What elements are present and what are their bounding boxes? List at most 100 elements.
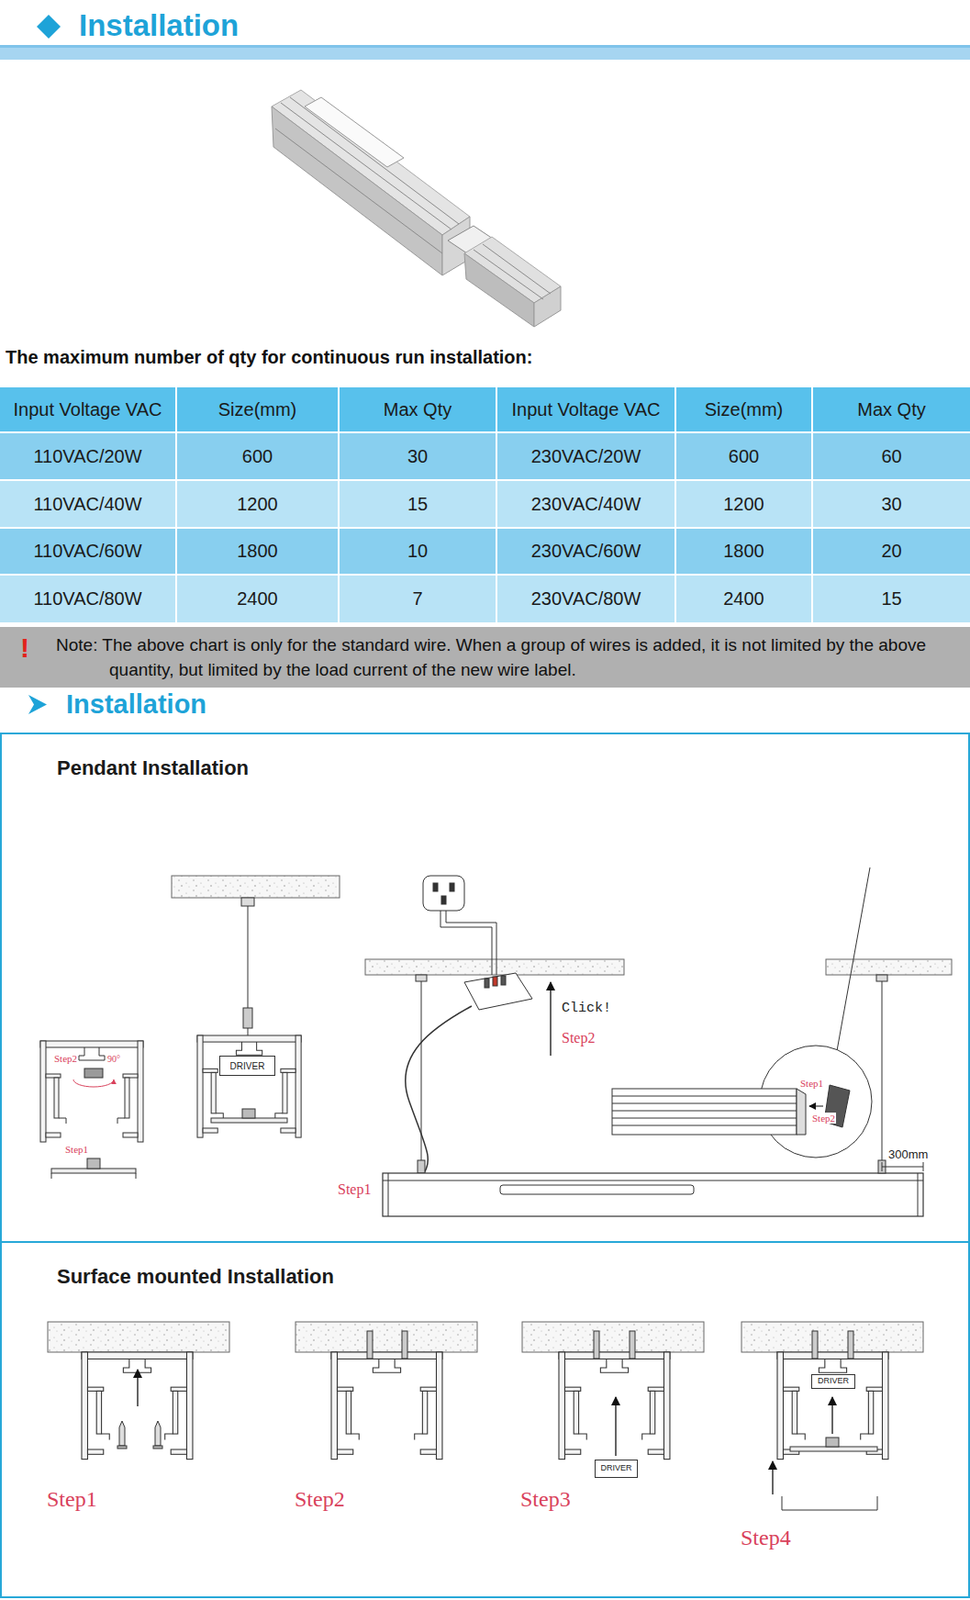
pendant-drawing bbox=[612, 1088, 797, 1135]
surface-drawing bbox=[153, 1445, 163, 1449]
pendant-drawing bbox=[449, 882, 455, 892]
step-label: Step2 bbox=[811, 1112, 837, 1124]
pendant-drawing bbox=[388, 1172, 390, 1216]
pendant-drawing bbox=[40, 1040, 144, 1142]
table-cell: 1200 bbox=[676, 480, 812, 527]
surface-drawing bbox=[367, 1330, 373, 1359]
pendant-drawing bbox=[612, 1095, 797, 1126]
surface-drawing bbox=[771, 1460, 773, 1495]
surface-drawing bbox=[790, 1446, 878, 1451]
pendant-drawing bbox=[484, 978, 490, 988]
pendant-drawing bbox=[881, 1161, 924, 1171]
table-cell: 2400 bbox=[177, 575, 338, 623]
pendant-drawing bbox=[825, 958, 952, 975]
step-label: Step3 bbox=[519, 1486, 572, 1511]
dimension-label: 300mm bbox=[887, 1148, 929, 1161]
surface-drawing bbox=[153, 1420, 163, 1449]
surface-drawing bbox=[81, 1351, 193, 1460]
surface-drawing bbox=[825, 1437, 839, 1447]
table-cell: 600 bbox=[177, 433, 338, 480]
surface-drawing bbox=[136, 1369, 138, 1406]
pendant-drawing bbox=[382, 1180, 924, 1182]
product-photo bbox=[271, 89, 561, 327]
pendant-drawing bbox=[809, 1105, 824, 1107]
pendant-drawing bbox=[881, 981, 883, 1160]
pendant-drawing bbox=[51, 1168, 136, 1173]
pendant-drawing bbox=[382, 1172, 924, 1216]
table-cell: 2400 bbox=[676, 575, 812, 623]
step-label: Step2 bbox=[293, 1486, 346, 1511]
pendant-drawing bbox=[492, 976, 498, 986]
table-cell: 15 bbox=[339, 480, 496, 527]
warning-mark: ! bbox=[20, 634, 30, 662]
header-decor bbox=[0, 44, 970, 60]
table-cell: 230VAC/20W bbox=[497, 433, 675, 480]
header-decor bbox=[28, 694, 47, 714]
pendant-drawing bbox=[84, 1068, 103, 1078]
panel-heading: Pendant Installation bbox=[56, 756, 249, 781]
pendant-drawing bbox=[501, 975, 506, 985]
surface-drawing bbox=[831, 1396, 833, 1434]
driver-box: DRIVER bbox=[594, 1459, 638, 1478]
pendant-drawing bbox=[247, 905, 249, 1008]
table-cell: 230VAC/60W bbox=[497, 528, 675, 574]
header-decor bbox=[36, 14, 61, 39]
pendant-drawing bbox=[40, 867, 952, 1216]
pendant-drawing bbox=[549, 981, 551, 1056]
surface-drawing bbox=[117, 1445, 127, 1449]
step-label: Step1 bbox=[45, 1486, 99, 1511]
section-heading: Installation bbox=[66, 690, 207, 720]
table-cell: 7 bbox=[339, 575, 496, 623]
surface-drawing bbox=[812, 1330, 818, 1359]
table-cell: 600 bbox=[676, 433, 812, 480]
table-cell: 20 bbox=[813, 528, 970, 574]
table-cell: 15 bbox=[813, 575, 970, 623]
table-header-cell: Size(mm) bbox=[676, 387, 812, 432]
pendant-drawing bbox=[415, 974, 427, 982]
pendant-drawing bbox=[51, 1172, 136, 1179]
product-photo bbox=[304, 97, 404, 168]
pendant-drawing bbox=[87, 1158, 101, 1169]
table-heading: The maximum number of qty for continuous… bbox=[5, 346, 533, 368]
table-header-cell: Input Voltage VAC bbox=[497, 387, 675, 432]
surface-drawing bbox=[401, 1330, 408, 1359]
pendant-drawing bbox=[796, 1088, 806, 1135]
table-header-cell: Max Qty bbox=[813, 387, 970, 432]
table-header-cell: Size(mm) bbox=[177, 387, 338, 432]
product-photo bbox=[473, 244, 551, 300]
table-header-cell: Max Qty bbox=[339, 387, 496, 432]
table-cell: 110VAC/80W bbox=[0, 575, 176, 623]
product-photo bbox=[275, 97, 459, 254]
step-label: Step1 bbox=[799, 1077, 825, 1089]
install-panel: DRIVERPendant Installation bbox=[0, 732, 970, 1243]
table-cell: 230VAC/40W bbox=[497, 480, 675, 527]
surface-drawing bbox=[119, 1420, 125, 1446]
table-cell: 30 bbox=[813, 480, 970, 527]
table-cell: 30 bbox=[339, 433, 496, 480]
step-label: Step1 bbox=[64, 1143, 90, 1155]
header-decor bbox=[0, 44, 970, 48]
pendant-drawing bbox=[433, 882, 438, 892]
step-label: Step4 bbox=[739, 1525, 792, 1550]
pendant-drawing bbox=[421, 981, 423, 1160]
surface-drawing bbox=[629, 1330, 636, 1359]
table-cell: 110VAC/20W bbox=[0, 433, 176, 480]
pendant-drawing bbox=[405, 1005, 472, 1173]
install-panel: DRIVERDRIVERSurface mounted Installation bbox=[0, 1240, 970, 1598]
header-decor bbox=[0, 14, 970, 714]
pendant-drawing bbox=[917, 1172, 919, 1216]
angle-label: 90° bbox=[106, 1053, 122, 1064]
surface-drawing bbox=[558, 1351, 670, 1460]
product-photo bbox=[464, 253, 535, 327]
driver-box: DRIVER bbox=[811, 1373, 856, 1389]
note-band: !Note: The above chart is only for the s… bbox=[0, 626, 970, 688]
driver-label: DRIVER bbox=[600, 1463, 632, 1473]
click-label: Click! bbox=[560, 1001, 613, 1017]
surface-drawing bbox=[593, 1330, 600, 1359]
pendant-drawing bbox=[876, 974, 888, 982]
pendant-drawing bbox=[441, 895, 446, 904]
table-cell: 110VAC/60W bbox=[0, 528, 176, 574]
surface-drawing bbox=[522, 1321, 704, 1352]
pendant-drawing bbox=[500, 1184, 694, 1194]
pendant-drawing bbox=[417, 1159, 425, 1173]
